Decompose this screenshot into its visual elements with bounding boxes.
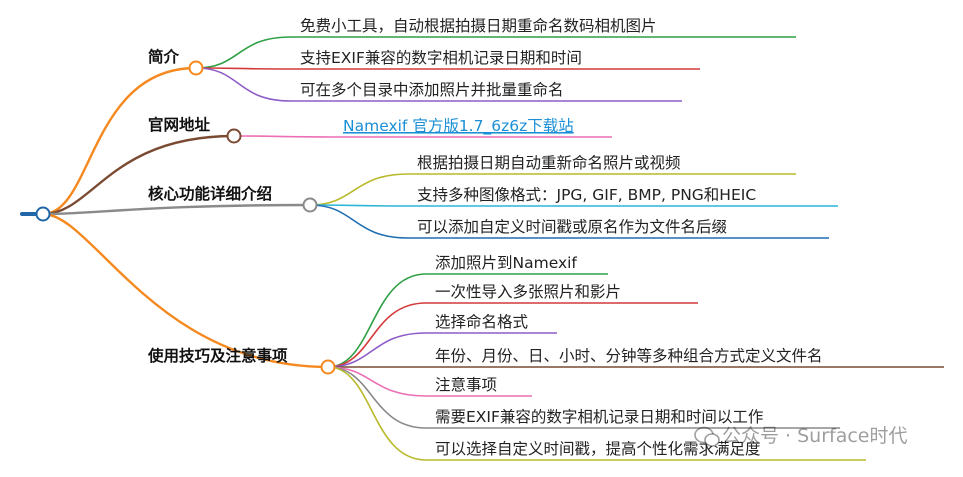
root-connector <box>42 66 197 216</box>
leaf-connector <box>195 36 796 69</box>
leaf-text: 注意事项 <box>435 375 497 394</box>
leaf-connector <box>327 366 866 461</box>
official-site-link[interactable]: Namexif 官方版1.7_6z6z下载站 <box>343 117 574 136</box>
branch-label: 简介 <box>148 47 180 66</box>
leaf-text: 选择命名格式 <box>435 313 528 331</box>
leaf-connector <box>309 173 796 206</box>
leaf-text: 可以选择自定义时间戳，提高个性化需求满足度 <box>435 440 761 458</box>
watermark: 公众号 · Surface时代 <box>694 425 908 447</box>
root-connector <box>42 203 311 216</box>
root-connector <box>42 134 235 216</box>
branch-label: 核心功能详细介绍 <box>148 184 272 203</box>
branch-node[interactable] <box>302 197 318 213</box>
leaf-layer: 免费小工具，自动根据拍摄日期重命名数码相机图片支持EXIF兼容的数字相机记录日期… <box>300 17 823 458</box>
root-node-circle[interactable] <box>35 206 51 222</box>
branch-node[interactable] <box>226 128 242 144</box>
leaf-connector <box>195 67 682 102</box>
leaf-text: 根据拍摄日期自动重新命名照片或视频 <box>417 154 681 172</box>
leaf-text: 支持EXIF兼容的数字相机记录日期和时间 <box>300 49 582 67</box>
leaf-text: 可在多个目录中添加照片并批量重命名 <box>300 81 564 99</box>
leaf-connector <box>195 67 700 70</box>
leaf-text: 支持多种图像格式：JPG, GIF, BMP, PNG和HEIC <box>417 186 756 204</box>
leaf-text: 免费小工具，自动根据拍摄日期重命名数码相机图片 <box>300 17 657 35</box>
watermark-text: 公众号 · Surface时代 <box>722 425 908 447</box>
leaf-connector <box>309 204 829 239</box>
branch-connectors <box>42 36 944 461</box>
wechat-icon <box>694 426 720 447</box>
leaf-connector <box>309 204 838 207</box>
leaf-connector <box>327 273 608 368</box>
leaf-connector <box>327 366 532 397</box>
root-connector <box>42 212 329 369</box>
leaf-text: 一次性导入多张照片和影片 <box>435 283 621 301</box>
root-node <box>20 206 51 222</box>
branch-node[interactable] <box>320 359 336 375</box>
leaf-connector <box>327 366 840 429</box>
branch-label: 官网地址 <box>148 115 211 134</box>
leaf-connector <box>327 302 698 368</box>
leaf-connector <box>327 332 557 368</box>
branch-node[interactable] <box>188 60 204 76</box>
leaf-text: 需要EXIF兼容的数字相机记录日期和时间以工作 <box>435 408 763 426</box>
leaf-text: 年份、月份、日、小时、分钟等多种组合方式定义文件名 <box>435 347 823 365</box>
leaf-text: 可以添加自定义时间戳或原名作为文件名后缀 <box>417 218 727 236</box>
leaf-text: 添加照片到Namexif <box>435 254 577 272</box>
leaf-connector <box>233 135 612 138</box>
branch-label: 使用技巧及注意事项 <box>147 346 288 365</box>
